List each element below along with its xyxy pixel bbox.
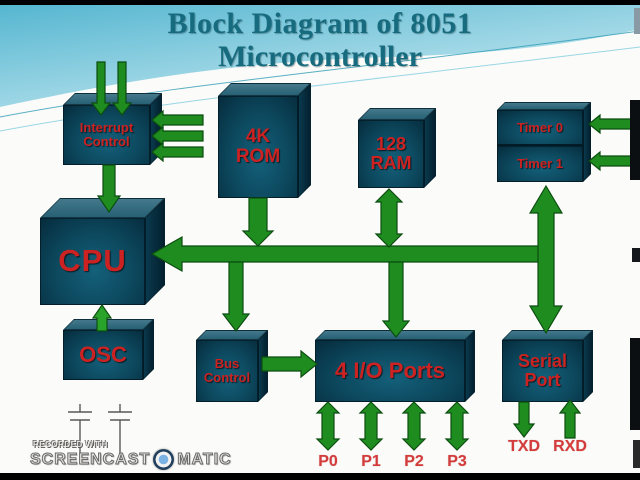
block-cpu: CPU [40,198,165,305]
block-bus-control: Bus Control [196,330,268,402]
right-edge-artifact [632,248,640,262]
interrupt-input-arrow-1 [90,61,112,116]
block-label: 4K ROM [235,126,281,167]
port0-double-arrow [315,401,341,451]
block-rom: 4K ROM [218,83,311,198]
letterbox-top-bar [0,0,640,5]
port2-double-arrow [401,401,427,451]
block-front-face: Bus Control [196,340,258,402]
osc-to-cpu-arrow [91,303,113,332]
letterbox-bottom-bar [0,473,640,480]
interrupt-line-arrow-1 [151,109,204,131]
block-label: Serial Port [517,351,568,390]
block-front-face: Serial Port [502,340,583,402]
capacitor-lines [68,404,92,453]
interrupt-to-cpu-arrow [96,164,122,214]
rom-to-bus-arrow [241,197,275,247]
block-serial-port: Serial Port [502,330,593,402]
port3-double-arrow [444,401,470,451]
block-timers: Timer 0 Timer 1 [497,102,591,182]
slide-title-line2: Microcontroller [218,40,422,73]
right-edge-artifact [633,440,640,468]
block-label: Bus Control [203,356,251,385]
watermark-brand-right: MATIC [177,450,232,468]
bus-to-buscontrol-arrow [221,261,251,332]
txd-output-arrow [512,401,536,438]
watermark-recorded-with: RECORDED WITH [33,440,108,449]
watermark-brand-left: SCREENCAST [29,450,151,468]
block-front-face: OSC [63,330,143,380]
port-label-p3: P3 [447,453,467,470]
oscillator-capacitor-symbol-1 [68,404,92,453]
port-label-p0: P0 [318,453,338,470]
block-front-face: 4 I/O Ports [315,340,465,402]
screencast-o-matic-icon [153,449,175,470]
timer1-input-arrow [588,150,633,172]
interrupt-input-arrow-2 [111,61,133,116]
timer0-input-arrow [588,113,633,135]
right-edge-artifact [634,8,640,34]
ram-bus-double-arrow [374,188,404,248]
block-timer1-face: Timer 1 [497,146,583,182]
buscontrol-to-ioports-arrow [261,349,318,379]
slide-title: Block Diagram of 8051 Microcontroller [0,7,640,73]
txd-label: TXD [508,438,540,455]
slide-title-line1: Block Diagram of 8051 [167,7,473,40]
block-label: CPU [58,243,127,279]
block-front-face: CPU [40,218,145,305]
capacitor-lines [108,404,132,456]
block-front-face: 4K ROM [218,96,298,198]
timer-serial-double-arrow [528,184,564,335]
port1-double-arrow [358,401,384,451]
block-osc: OSC [63,319,154,380]
watermark-brand: SCREENCAST MATIC [29,449,232,470]
system-bus-to-cpu-arrow [150,235,554,273]
block-label: OSC [79,342,127,368]
right-edge-artifact [630,100,640,180]
block-front-face: 128 RAM [358,120,424,188]
block-label: 128 RAM [370,134,412,173]
block-label: 4 I/O Ports [334,358,446,384]
block-label: Timer 1 [516,156,563,172]
oscillator-capacitor-symbol-2 [108,404,132,456]
block-timer0-face: Timer 0 [497,110,583,146]
right-edge-artifact [630,338,640,430]
port-label-p1: P1 [361,453,381,470]
interrupt-line-arrow-3 [151,141,204,163]
block-label: Timer 0 [516,119,563,135]
interrupt-line-arrow-2 [151,125,204,147]
rxd-input-arrow [558,399,582,439]
block-ram: 128 RAM [358,108,436,188]
rxd-label: RXD [553,438,587,455]
block-io-ports: 4 I/O Ports [315,330,475,402]
block-label: Interrupt Control [79,120,134,149]
port-label-p2: P2 [404,453,424,470]
bus-to-ioports-arrow [381,261,411,338]
